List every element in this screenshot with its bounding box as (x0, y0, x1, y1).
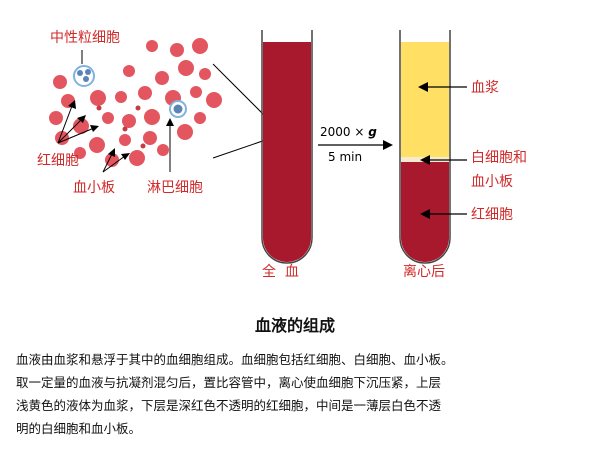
red-blood-cell (157, 144, 169, 156)
red-blood-cell (49, 111, 63, 125)
red-blood-cell (73, 118, 89, 134)
centrifuge-time-label: 5 min (328, 150, 362, 164)
centrifuge-arrow: 2000 × g 5 min (318, 125, 393, 164)
neutrophil-nucleus-lobe (83, 76, 89, 82)
buffy-coat-label-line1: 白细胞和 (471, 150, 527, 166)
red-blood-cell (115, 91, 127, 103)
red-blood-cell (138, 86, 152, 100)
red-blood-cell (74, 147, 86, 159)
buffy-arrow-icon (420, 155, 430, 165)
platelet (135, 105, 141, 111)
description-line: 血液由血浆和悬浮于其中的血细胞组成。血细胞包括红细胞、白细胞、血小板。 (16, 352, 454, 367)
red-blood-cell (53, 75, 67, 89)
platelet-label: 血小板 (73, 180, 115, 196)
red-blood-cell (129, 150, 145, 166)
rbc-right-label: 红细胞 (471, 207, 513, 223)
red-blood-cell (155, 71, 169, 85)
neutrophil-nucleus-lobe (85, 69, 91, 75)
description-line: 取一定量的血液与抗凝剂混匀后，置比容管中，离心使血细胞下沉压紧，上层 (16, 375, 442, 390)
right-pointer-arrows (418, 82, 467, 219)
description-paragraph: 血液由血浆和悬浮于其中的血细胞组成。血细胞包括红细胞、白细胞、血小板。 取一定量… (16, 348, 561, 440)
plasma-arrow-icon (418, 82, 428, 92)
platelet (122, 126, 128, 132)
red-blood-cell (190, 86, 202, 98)
buffy-coat-label-line2: 血小板 (471, 174, 513, 190)
rbc-left-label: 红细胞 (37, 153, 79, 169)
red-blood-cell (170, 43, 184, 57)
platelet (96, 105, 102, 111)
red-blood-cell (178, 60, 194, 76)
red-blood-cell (177, 124, 193, 140)
blood-cells-cluster (49, 38, 222, 167)
neutrophil-nucleus-lobe (77, 70, 83, 76)
red-blood-cell (206, 92, 222, 108)
lymphocyte-nucleus (173, 104, 183, 114)
neutrophil-label: 中性粒细胞 (50, 30, 120, 46)
diagram-title: 血液的组成 (254, 316, 335, 335)
red-blood-cell (192, 38, 208, 54)
centrifuged-label: 离心后 (403, 263, 445, 280)
plasma-layer (401, 42, 449, 157)
red-blood-cell (123, 65, 135, 77)
arrow-head (383, 140, 393, 150)
red-blood-cell (119, 134, 131, 146)
description-line: 明的白细胞和血小板。 (16, 421, 142, 436)
red-blood-cell (144, 109, 160, 125)
red-blood-cell (143, 131, 157, 145)
whole-blood-fill (263, 42, 311, 262)
description-line: 浅黄色的液体为血浆，下层是深红色不透明的红细胞，中间是一薄层白色不透 (16, 398, 442, 413)
red-blood-cell (194, 112, 206, 124)
blood-composition-diagram: 2000 × g 5 min 中性粒细胞 红细胞 血小板 淋巴细胞 全 血 离心… (37, 30, 527, 280)
centrifuged-tube-outline (399, 30, 451, 264)
neutrophil-cell (73, 65, 95, 87)
red-blood-cell (90, 90, 106, 106)
whole-blood-tube-outline (261, 30, 313, 264)
red-blood-cell (199, 68, 211, 80)
red-blood-cell (89, 137, 105, 153)
rbc-arrow-icon (420, 209, 430, 219)
platelet (140, 143, 146, 149)
whole-blood-tube (261, 30, 313, 264)
red-blood-cell (122, 114, 136, 128)
left-pointer-arrows (57, 50, 174, 173)
red-blood-cell (146, 40, 158, 52)
lymphocyte-label: 淋巴细胞 (147, 180, 203, 196)
whole-blood-label: 全 血 (262, 263, 299, 280)
plasma-label: 血浆 (471, 80, 499, 96)
centrifuged-tube (399, 30, 451, 264)
red-blood-cell (102, 112, 114, 124)
centrifuge-speed-label: 2000 × g (320, 125, 377, 139)
